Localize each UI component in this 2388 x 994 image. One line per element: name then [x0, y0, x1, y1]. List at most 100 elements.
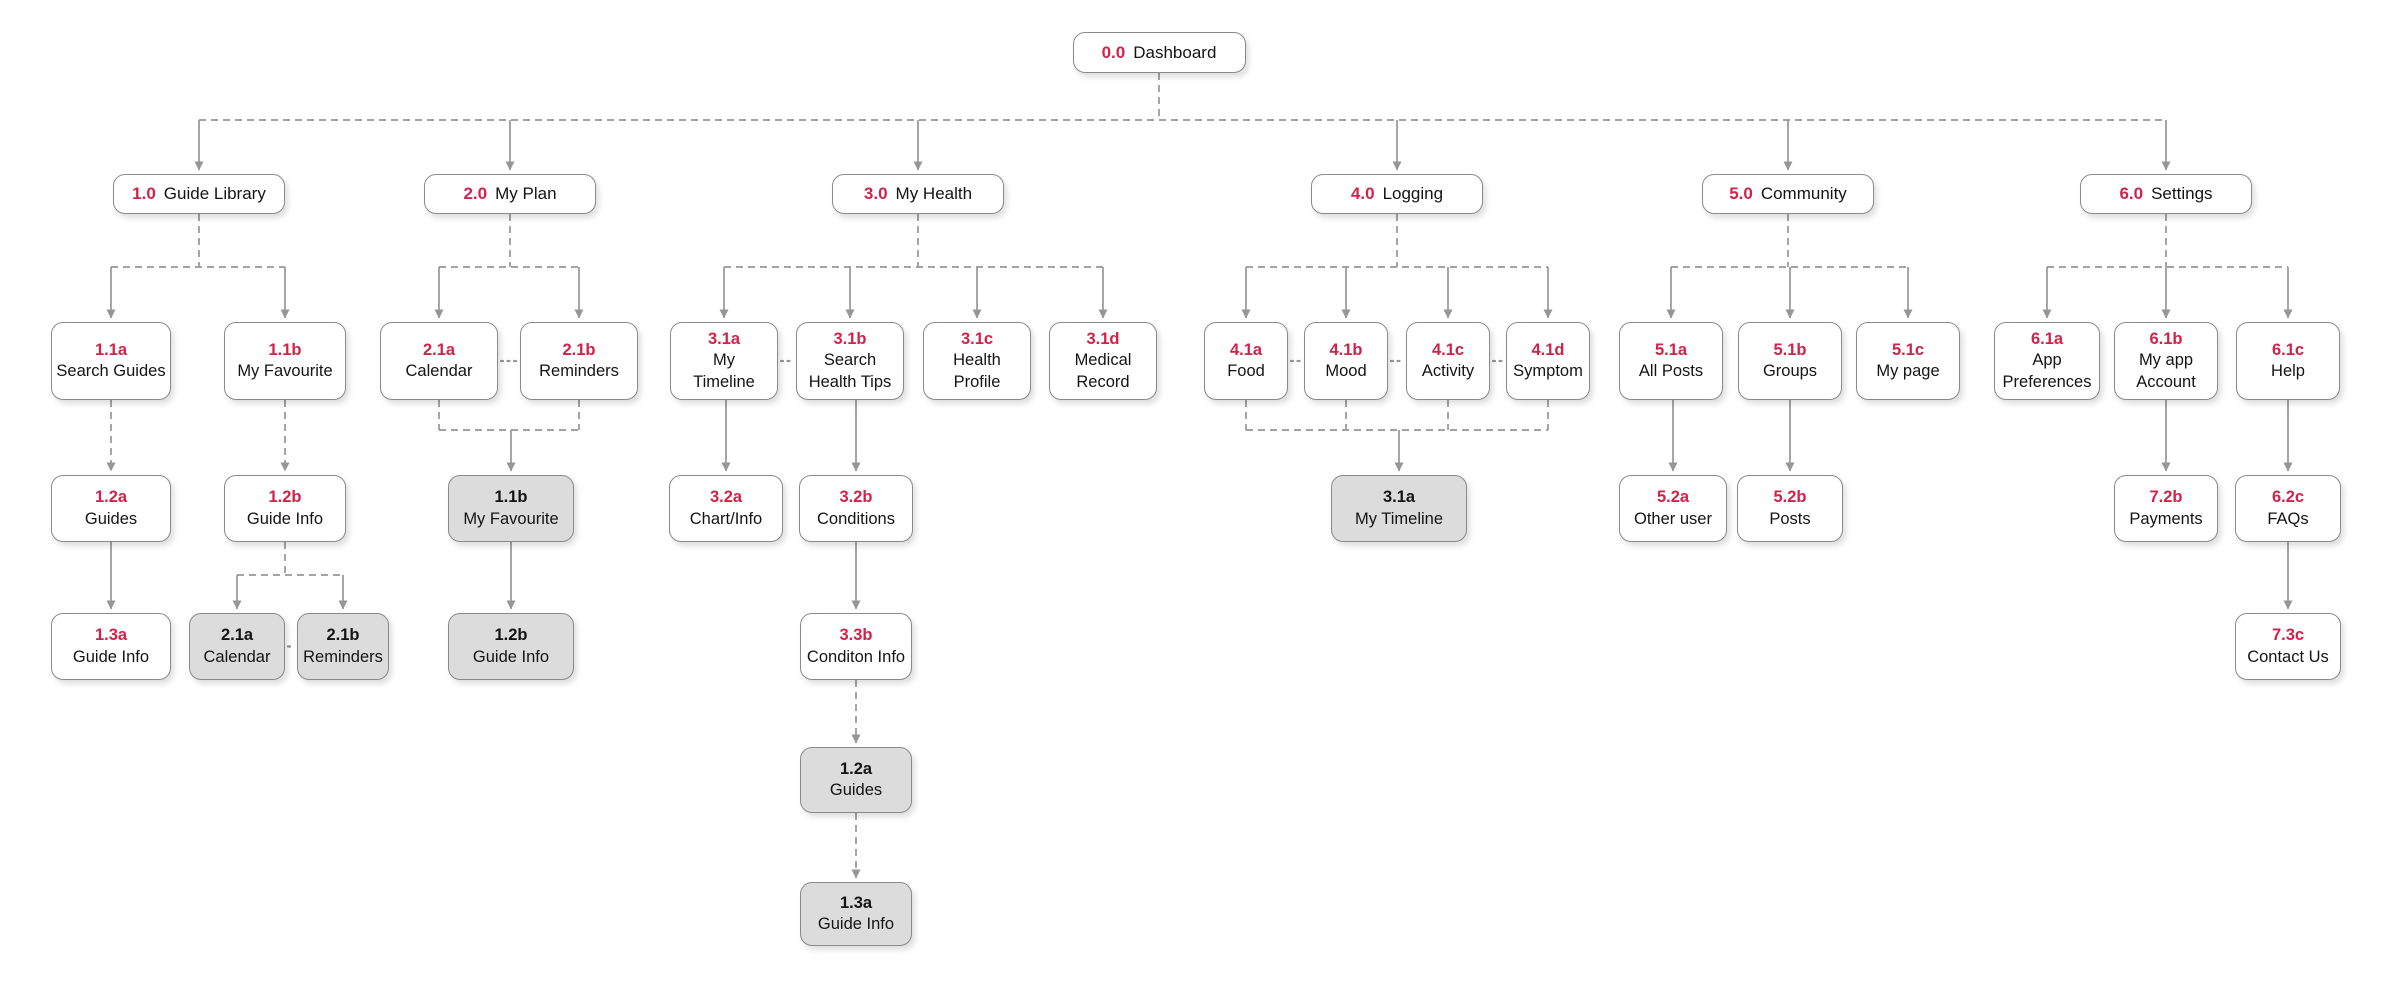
node-1.0-label: Guide Library: [163, 184, 266, 204]
node-1.1a-code: 1.1a: [94, 340, 128, 359]
node-3.1a-label: My: [713, 351, 735, 370]
node-2.1a-label: Calendar: [405, 362, 473, 380]
node-3.1a-g-code: 3.1a: [1382, 488, 1416, 506]
node-4.0-label: Logging: [1382, 184, 1444, 204]
node-1.1b: 1.1b My Favourite: [224, 322, 346, 400]
node-3.1d-label: Medical: [1074, 351, 1132, 370]
node-1.2a-g-code: 1.2a: [839, 759, 873, 778]
node-3.1c-label: Profile: [953, 372, 1001, 391]
node-3.1a-g-label: My Timeline: [1354, 509, 1444, 528]
node-4.0: 4.0 Logging: [1311, 174, 1483, 214]
node-1.3a-code: 1.3a: [94, 626, 128, 644]
node-4.1b-label: Mood: [1325, 362, 1367, 380]
node-1.2a-code: 1.2a: [94, 488, 128, 506]
node-2.0-code: 2.0: [463, 184, 488, 204]
node-5.1a-label: All Posts: [1638, 362, 1704, 380]
node-1.1b-g-label: My Favourite: [463, 509, 559, 528]
node-3.2b-label: Conditions: [817, 509, 895, 528]
node-3.3b-code: 3.3b: [839, 626, 873, 644]
node-3.0-code: 3.0: [863, 184, 888, 204]
node-3.1d-code: 3.1d: [1086, 329, 1120, 348]
node-5.1c: 5.1c My page: [1856, 322, 1960, 400]
node-4.1a-code: 4.1a: [1229, 340, 1263, 359]
node-7.2b-label: Payments: [2129, 509, 2203, 528]
node-1.3a-g-label: Guide Info: [817, 915, 895, 933]
node-7.3c-code: 7.3c: [2271, 626, 2305, 644]
node-6.2c-code: 6.2c: [2271, 488, 2305, 506]
node-1.3a-label: Guide Info: [72, 647, 150, 666]
node-6.1a-label: App: [2032, 351, 2062, 370]
node-3.1b-code: 3.1b: [833, 329, 867, 348]
node-3.3b-label: Conditon Info: [806, 647, 906, 666]
node-6.2c-label: FAQs: [2267, 509, 2309, 528]
node-5.2a-label: Other user: [1634, 509, 1712, 528]
node-4.1d-label: Symptom: [1513, 362, 1583, 380]
node-5.0-label: Community: [1760, 184, 1847, 204]
node-2.1b-code: 2.1b: [562, 340, 596, 359]
node-6.1a-code: 6.1a: [2030, 329, 2064, 348]
node-5.1c-code: 5.1c: [1891, 340, 1925, 359]
node-3.1c-code: 3.1c: [960, 329, 994, 348]
node-7.3c-label: Contact Us: [2247, 647, 2329, 666]
node-3.1b-label: Health Tips: [808, 372, 892, 391]
node-1.0: 1.0 Guide Library: [113, 174, 285, 214]
node-1.1b-code: 1.1b: [268, 340, 302, 359]
node-6.0-code: 6.0: [2119, 184, 2144, 204]
node-2.1a-g-label: Calendar: [203, 647, 271, 666]
node-4.1c-code: 4.1c: [1431, 340, 1465, 359]
node-1.1a-label: Search Guides: [56, 362, 166, 380]
node-1.0-code: 1.0: [132, 184, 156, 204]
node-1.2b-code: 1.2b: [268, 488, 302, 506]
node-1.3a-g-code: 1.3a: [839, 893, 873, 912]
node-2.1b-g-label: Reminders: [303, 647, 383, 666]
node-3.1a-code: 3.1a: [707, 329, 741, 348]
node-1.2a-g-label: Guides: [829, 781, 883, 799]
node-2.1b-g-code: 2.1b: [326, 626, 360, 644]
node-3.1a-g: 3.1a My Timeline: [1331, 475, 1467, 542]
node-1.1b-label: My Favourite: [237, 362, 333, 380]
node-4.1a-label: Food: [1227, 362, 1265, 380]
node-4.0-code: 4.0: [1350, 184, 1375, 204]
node-1.2a-label: Guides: [84, 509, 138, 528]
node-3.1c-label: Health: [953, 351, 1001, 370]
node-3.1a-label: Timeline: [693, 372, 755, 391]
node-5.1b-label: Groups: [1762, 362, 1818, 380]
node-4.1c-label: Activity: [1421, 362, 1475, 380]
node-5.1c-label: My page: [1876, 362, 1940, 380]
node-3.2b-code: 3.2b: [839, 488, 873, 506]
node-5.1a-code: 5.1a: [1654, 340, 1688, 359]
node-6.1b-code: 6.1b: [2149, 329, 2183, 348]
node-6.1c-code: 6.1c: [2271, 340, 2305, 359]
node-5.2a-code: 5.2a: [1656, 488, 1690, 506]
